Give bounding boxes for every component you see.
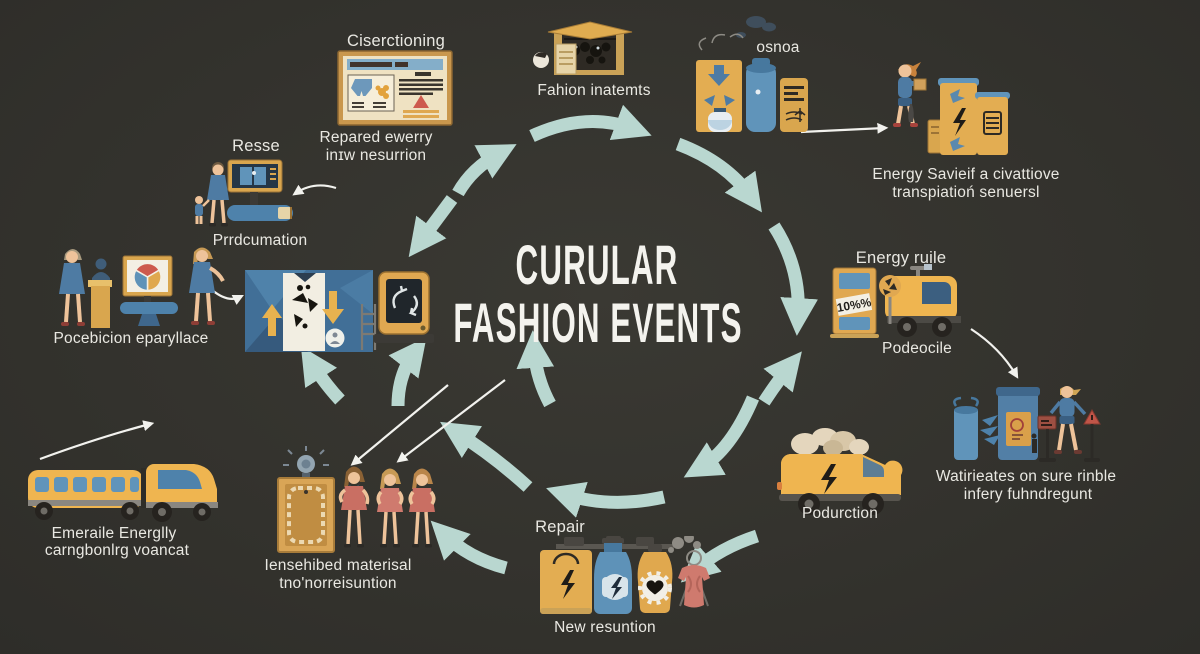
- swirl-arrows-icon: [392, 285, 419, 317]
- resale-icon: [195, 159, 293, 227]
- sorting-machine-icon: [245, 270, 434, 352]
- energy-fuel-icon: 10%%: [830, 264, 961, 338]
- smoke-puffs-icon: [668, 536, 701, 553]
- materials-line1: Iensehibed materisal: [264, 557, 412, 574]
- repair-title: Repair: [535, 518, 585, 536]
- waste-check-icon: [953, 386, 1101, 462]
- resale-caption: Prrdcumation: [212, 232, 308, 249]
- transport-icon: [28, 464, 218, 522]
- curl-arrows-icon: [698, 33, 744, 51]
- energy-fuel-title: Energy ruile: [855, 249, 947, 267]
- lightbulb-icon: [283, 446, 329, 478]
- energy-savings-line2: transpiatioń senuersl: [892, 184, 1040, 201]
- collection-notice-caption-line1: Repared ewerry: [319, 129, 433, 146]
- center-title-line1: CURULAR: [515, 233, 679, 296]
- waste-check-line2: infery fuhndregunt: [963, 486, 1093, 503]
- energy-savings-icon: [893, 62, 1010, 155]
- pump-percent-text: 10%%: [836, 295, 873, 315]
- collection-notice-poster-icon: [337, 50, 453, 126]
- recycle-marks-icon: [292, 284, 318, 329]
- repair-caption: New resuntion: [554, 619, 656, 636]
- transport-line1: Emeraile Energlly: [51, 525, 177, 542]
- center-title-line2: FASHION EVENTS: [453, 291, 743, 354]
- delivery-van-icon: [777, 428, 903, 515]
- sorting-bins-label: osnoa: [756, 39, 800, 56]
- recycle-badge-icon: [883, 278, 897, 295]
- fashion-items-label: Fahion inatemts: [537, 82, 651, 99]
- delivery-label: Podurction: [801, 505, 879, 522]
- fashion-items-box-icon: [533, 21, 633, 75]
- smoke-clouds-icon: [791, 428, 869, 456]
- energy-savings-line1: Energy Savieif a civattiove: [872, 166, 1060, 183]
- presentation-icon: [59, 247, 225, 328]
- resale-title: Resse: [232, 137, 280, 155]
- ladder-icon: [360, 304, 377, 350]
- presentation-label: Pocebicion eparyllace: [53, 330, 209, 347]
- collection-notice-title: Ciserctioning: [347, 32, 445, 50]
- collection-notice-caption-line2: inɪw nesurrion: [325, 147, 427, 164]
- teal-cycle-arrows: [300, 104, 818, 583]
- energy-fuel-caption: Podeocile: [882, 340, 952, 357]
- transport-line2: carngbonlrg voancat: [44, 542, 190, 559]
- materials-icon: [277, 446, 436, 553]
- sorting-bins-icon: [696, 16, 808, 132]
- waste-check-line1: Watirieates on sure rinble: [935, 468, 1117, 485]
- materials-line2: tno'norreisuntion: [279, 575, 397, 592]
- repair-bins-icon: [540, 536, 710, 614]
